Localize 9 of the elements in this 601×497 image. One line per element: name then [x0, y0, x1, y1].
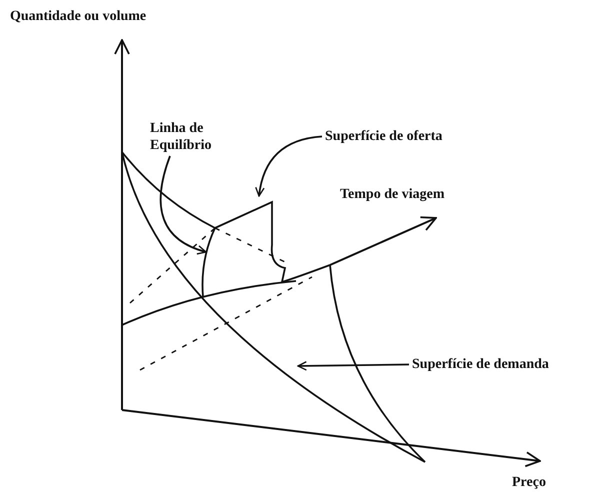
- callout-label: Linha de Equilíbrio: [150, 120, 230, 154]
- axis-label: Preço: [512, 474, 546, 491]
- leader-arrow: [160, 156, 207, 254]
- leader-arrow: [297, 361, 410, 371]
- callout-label: Superfície de demanda: [412, 356, 549, 373]
- axis-label: Quantidade ou volume: [10, 8, 146, 25]
- axis-label: Tempo de viagem: [340, 186, 444, 203]
- callout-label: Superfície de oferta: [325, 128, 442, 145]
- leader-arrow: [255, 136, 322, 197]
